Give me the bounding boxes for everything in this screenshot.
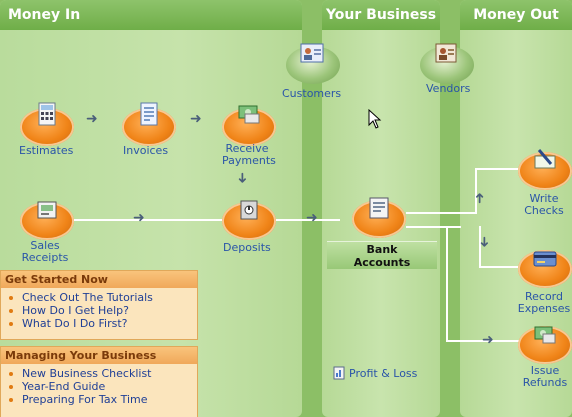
record-expenses-label-line1: Record bbox=[524, 290, 563, 303]
credit-card-icon bbox=[533, 251, 557, 267]
issue-refunds-label-line1: Issue bbox=[530, 364, 560, 377]
flow-line bbox=[479, 266, 523, 268]
profit-loss-link[interactable]: Profit & Loss bbox=[333, 366, 417, 380]
calculator-icon bbox=[38, 102, 56, 126]
arrow-right-icon: ➜ bbox=[86, 111, 98, 127]
get-started-link-first[interactable]: What Do I Do First? bbox=[7, 317, 197, 330]
managing-link-checklist[interactable]: New Business Checklist bbox=[7, 367, 197, 380]
managing-link-tax-time[interactable]: Preparing For Tax Time bbox=[7, 393, 197, 406]
estimates-node[interactable] bbox=[18, 98, 78, 146]
vendors-label[interactable]: Vendors bbox=[426, 82, 471, 95]
payment-icon bbox=[238, 105, 260, 124]
record-expenses-label-line2: Expenses bbox=[517, 302, 571, 315]
write-checks-node[interactable] bbox=[514, 146, 572, 194]
sales-receipt-icon bbox=[37, 201, 57, 219]
customers-label[interactable]: Customers bbox=[282, 87, 342, 100]
vendors-icon bbox=[435, 43, 457, 63]
profit-loss-label: Profit & Loss bbox=[349, 367, 418, 380]
flow-line bbox=[479, 226, 481, 268]
managing-business-panel: Managing Your Business New Business Chec… bbox=[0, 346, 198, 417]
invoice-document-icon bbox=[140, 102, 158, 126]
vendors-node[interactable] bbox=[418, 36, 478, 96]
sales-receipts-label-line1: Sales bbox=[30, 239, 60, 252]
flow-line bbox=[70, 219, 340, 221]
customers-node[interactable] bbox=[282, 36, 342, 96]
arrow-right-icon: ➜ bbox=[133, 210, 145, 226]
estimates-label[interactable]: Estimates bbox=[19, 144, 74, 157]
arrow-right-icon: ➜ bbox=[306, 210, 318, 226]
get-started-list: Check Out The Tutorials How Do I Get Hel… bbox=[1, 288, 197, 330]
report-icon bbox=[333, 366, 345, 380]
get-started-title: Get Started Now bbox=[1, 271, 197, 288]
mouse-cursor-icon bbox=[368, 109, 382, 129]
flow-line bbox=[406, 212, 476, 214]
check-pen-icon bbox=[534, 149, 556, 169]
customers-icon bbox=[300, 43, 324, 63]
your-business-header: Your Business bbox=[322, 0, 440, 30]
arrow-down-icon: ➜ bbox=[475, 236, 492, 248]
managing-business-title: Managing Your Business bbox=[1, 347, 197, 364]
deposits-node[interactable] bbox=[218, 196, 278, 244]
arrow-up-icon: ➜ bbox=[471, 192, 488, 204]
bank-register-icon bbox=[369, 197, 389, 219]
bank-accounts-label-line2: Accounts bbox=[353, 256, 411, 269]
record-expenses-node[interactable] bbox=[514, 244, 572, 290]
write-checks-label-line2: Checks bbox=[524, 204, 564, 217]
bank-accounts-label-line1: Bank bbox=[366, 243, 398, 256]
invoices-label[interactable]: Invoices bbox=[123, 144, 169, 157]
flow-line bbox=[446, 340, 524, 342]
arrow-down-icon: ➜ bbox=[233, 172, 250, 184]
sales-receipts-node[interactable] bbox=[18, 196, 78, 244]
sales-receipts-label-line2: Receipts bbox=[21, 251, 69, 264]
money-out-header: Money Out bbox=[460, 0, 572, 30]
receive-payments-label-line2: Payments bbox=[222, 154, 276, 167]
get-started-link-help[interactable]: How Do I Get Help? bbox=[7, 304, 197, 317]
flow-line bbox=[475, 168, 523, 170]
safe-icon bbox=[240, 200, 258, 220]
flow-line bbox=[446, 226, 448, 342]
refund-icon bbox=[534, 326, 556, 344]
arrow-right-icon: ➜ bbox=[482, 332, 494, 348]
receive-payments-label-line1: Receive bbox=[225, 142, 269, 155]
get-started-link-tutorials[interactable]: Check Out The Tutorials bbox=[7, 291, 197, 304]
get-started-panel: Get Started Now Check Out The Tutorials … bbox=[0, 270, 198, 340]
issue-refunds-node[interactable] bbox=[514, 320, 572, 366]
issue-refunds-label-line2: Refunds bbox=[522, 376, 568, 389]
flow-line bbox=[475, 168, 477, 214]
bank-accounts-node[interactable] bbox=[350, 194, 410, 240]
arrow-right-icon: ➜ bbox=[190, 111, 202, 127]
flow-line bbox=[406, 226, 461, 228]
managing-link-year-end[interactable]: Year-End Guide bbox=[7, 380, 197, 393]
bank-accounts-label[interactable]: Bank Accounts bbox=[327, 241, 437, 269]
deposits-label[interactable]: Deposits bbox=[223, 241, 271, 254]
receive-payments-node[interactable] bbox=[218, 98, 278, 146]
managing-business-list: New Business Checklist Year-End Guide Pr… bbox=[1, 364, 197, 406]
write-checks-label-line1: Write bbox=[529, 192, 559, 205]
invoices-node[interactable] bbox=[118, 98, 178, 146]
money-in-header: Money In bbox=[0, 0, 302, 30]
